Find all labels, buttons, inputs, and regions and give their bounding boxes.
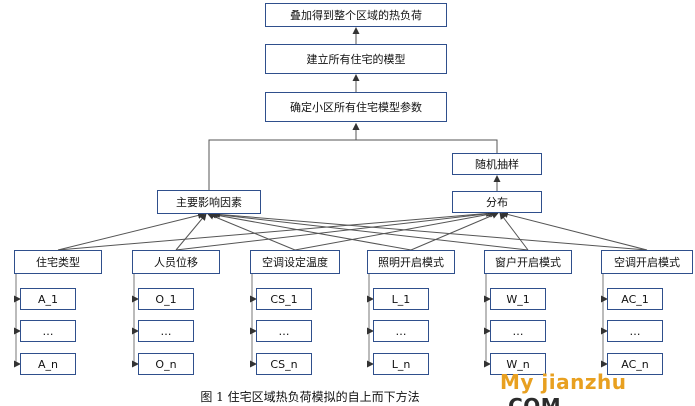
sample-box-lighting-mode-3: L_n: [373, 353, 429, 375]
fan-line-factors-lighting-mode: [209, 211, 412, 251]
sample-box-occupant-movement-2: …: [138, 320, 194, 342]
sample-box-housing-type-1: A_1: [20, 288, 76, 310]
category-lighting-mode: 照明开启模式: [367, 250, 455, 274]
sample-box-occupant-movement-1: O_1: [138, 288, 194, 310]
fan-line-factors-window-mode: [211, 211, 529, 251]
site-watermark: My jianzhu .COM: [500, 370, 695, 406]
sample-box-housing-type-3: A_n: [20, 353, 76, 375]
sample-box-ac-mode-3: AC_n: [607, 353, 663, 375]
sample-box-ac-mode-2: …: [607, 320, 663, 342]
category-housing-type: 住宅类型: [14, 250, 102, 274]
sample-box-ac-setpoint-3: CS_n: [256, 353, 312, 375]
top-step-model-parameters: 确定小区所有住宅模型参数: [265, 92, 447, 122]
sample-box-window-mode-3: W_n: [490, 353, 546, 375]
fan-line-distribution-lighting-mode: [410, 212, 499, 251]
sample-box-housing-type-2: …: [20, 320, 76, 342]
fan-line-factors-housing-type: [57, 212, 205, 251]
sample-box-ac-mode-1: AC_1: [607, 288, 663, 310]
sample-box-lighting-mode-2: …: [373, 320, 429, 342]
fan-line-factors-ac-setpoint: [207, 213, 296, 251]
sample-box-window-mode-2: …: [490, 320, 546, 342]
fan-line-distribution-ac-mode: [501, 211, 648, 251]
watermark-suffix: .COM: [500, 394, 562, 406]
fan-line-distribution-window-mode: [499, 212, 529, 251]
top-step-superposition: 叠加得到整个区域的热负荷: [265, 3, 447, 27]
arrow-factors-to-params: [208, 123, 360, 190]
main-factors-box: 主要影响因素: [157, 190, 261, 214]
sample-box-lighting-mode-1: L_1: [373, 288, 429, 310]
fan-line-distribution-housing-type: [57, 210, 493, 251]
figure-caption: 图 1 住宅区域热负荷模拟的自上而下方法: [200, 390, 420, 404]
category-window-mode: 窗户开启模式: [484, 250, 572, 274]
category-ac-mode: 空调开启模式: [601, 250, 693, 274]
sample-box-ac-setpoint-2: …: [256, 320, 312, 342]
watermark-brand: My jianzhu: [500, 370, 627, 394]
fan-line-distribution-occupant-movement: [175, 210, 495, 251]
arrow-sampling-to-params: [352, 123, 498, 153]
distribution-box: 分布: [452, 191, 542, 213]
fan-line-distribution-ac-setpoint: [294, 210, 497, 251]
sample-box-occupant-movement-3: O_n: [138, 353, 194, 375]
sample-box-window-mode-1: W_1: [490, 288, 546, 310]
category-ac-setpoint: 空调设定温度: [250, 250, 340, 274]
sample-box-ac-setpoint-1: CS_1: [256, 288, 312, 310]
random-sampling-box: 随机抽样: [452, 153, 542, 175]
category-occupant-movement: 人员位移: [132, 250, 220, 274]
fan-line-factors-ac-mode: [213, 211, 648, 251]
fan-line-factors-occupant-movement: [175, 213, 207, 251]
top-step-build-models: 建立所有住宅的模型: [265, 44, 447, 74]
